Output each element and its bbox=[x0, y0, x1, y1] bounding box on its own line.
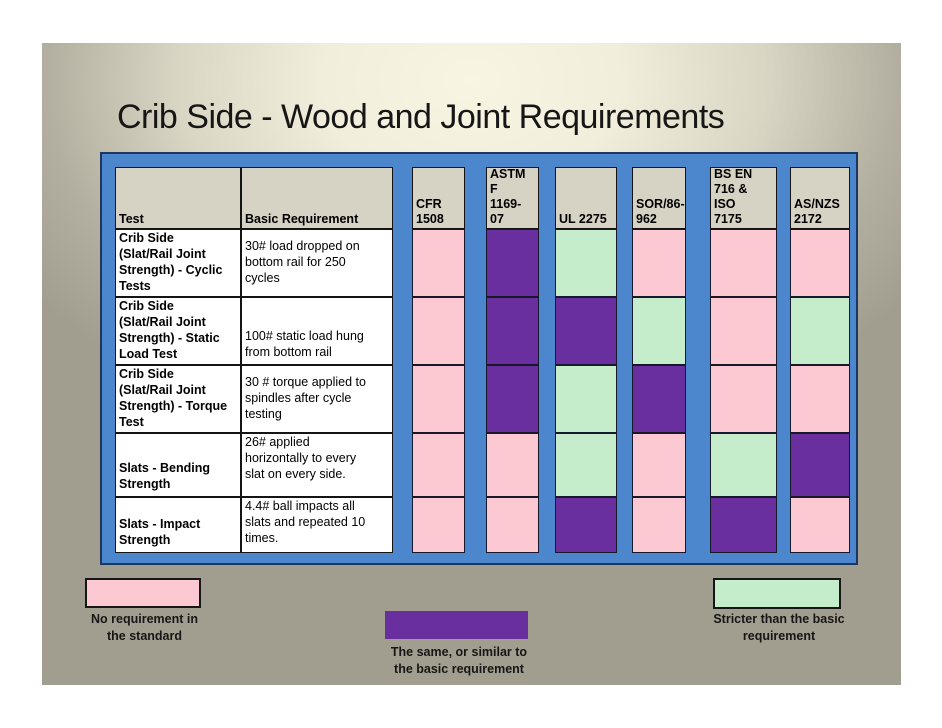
basic-requirement-cell: 30 # torque applied to spindles after cy… bbox=[241, 365, 393, 433]
test-name-cell: Crib Side (Slat/Rail Joint Strength) - T… bbox=[115, 365, 241, 433]
rating-cell-purple bbox=[555, 497, 617, 553]
rating-cell-pink bbox=[486, 497, 539, 553]
rating-cell-purple bbox=[486, 229, 539, 297]
rating-cell-pink bbox=[412, 229, 465, 297]
column-header-ul-2275: UL 2275 bbox=[555, 167, 617, 229]
legend-label-stricter: Stricter than the basic requirement bbox=[713, 612, 845, 643]
legend-label-same-as-basic: The same, or similar to the basic requir… bbox=[390, 645, 528, 676]
column-header-cfr-1508: CFR 1508 bbox=[412, 167, 465, 229]
test-name-cell: Crib Side (Slat/Rail Joint Strength) - C… bbox=[115, 229, 241, 297]
rating-cell-pink bbox=[790, 497, 850, 553]
rating-cell-green bbox=[555, 433, 617, 497]
rating-cell-pink bbox=[632, 433, 686, 497]
test-name-cell: Crib Side (Slat/Rail Joint Strength) - S… bbox=[115, 297, 241, 365]
column-header-basic: Basic Requirement bbox=[241, 167, 393, 229]
rating-cell-pink bbox=[790, 365, 850, 433]
test-name-cell: Slats - Bending Strength bbox=[115, 433, 241, 497]
basic-requirement-cell: 30# load dropped on bottom rail for 250 … bbox=[241, 229, 393, 297]
legend-swatch-same-as-basic bbox=[385, 611, 528, 639]
column-header-bs-en-716-iso-7175: BS EN 716 & ISO 7175 bbox=[710, 167, 777, 229]
legend-swatch-no-requirement bbox=[85, 578, 201, 608]
rating-cell-pink bbox=[412, 297, 465, 365]
rating-cell-purple bbox=[555, 297, 617, 365]
rating-cell-green bbox=[632, 297, 686, 365]
rating-cell-green bbox=[710, 433, 777, 497]
rating-cell-pink bbox=[710, 365, 777, 433]
basic-requirement-cell: 100# static load hung from bottom rail bbox=[241, 297, 393, 365]
rating-cell-purple bbox=[710, 497, 777, 553]
basic-requirement-cell: 26# applied horizontally to every slat o… bbox=[241, 433, 393, 497]
rating-cell-pink bbox=[412, 365, 465, 433]
rating-cell-pink bbox=[412, 433, 465, 497]
rating-cell-pink bbox=[486, 433, 539, 497]
rating-cell-green bbox=[555, 229, 617, 297]
rating-cell-purple bbox=[486, 365, 539, 433]
column-header-test: Test bbox=[115, 167, 241, 229]
legend-swatch-stricter bbox=[713, 578, 841, 609]
slide: Crib Side - Wood and Joint Requirements … bbox=[42, 43, 901, 685]
rating-cell-pink bbox=[632, 497, 686, 553]
rating-cell-pink bbox=[790, 229, 850, 297]
rating-cell-pink bbox=[710, 297, 777, 365]
rating-cell-purple bbox=[632, 365, 686, 433]
column-header-sor-86-962: SOR/86- 962 bbox=[632, 167, 686, 229]
column-header-as-nzs-2172: AS/NZS 2172 bbox=[790, 167, 850, 229]
test-name-cell: Slats - Impact Strength bbox=[115, 497, 241, 553]
rating-cell-purple bbox=[790, 433, 850, 497]
rating-cell-pink bbox=[632, 229, 686, 297]
column-header-astm-f-1169-07: ASTM F 1169-07 bbox=[486, 167, 539, 229]
rating-cell-purple bbox=[486, 297, 539, 365]
basic-requirement-cell: 4.4# ball impacts all slats and repeated… bbox=[241, 497, 393, 553]
rating-cell-green bbox=[555, 365, 617, 433]
rating-cell-pink bbox=[412, 497, 465, 553]
slide-title: Crib Side - Wood and Joint Requirements bbox=[117, 98, 725, 136]
legend-label-no-requirement: No requirement in the standard bbox=[91, 612, 198, 643]
rating-cell-pink bbox=[710, 229, 777, 297]
rating-cell-green bbox=[790, 297, 850, 365]
